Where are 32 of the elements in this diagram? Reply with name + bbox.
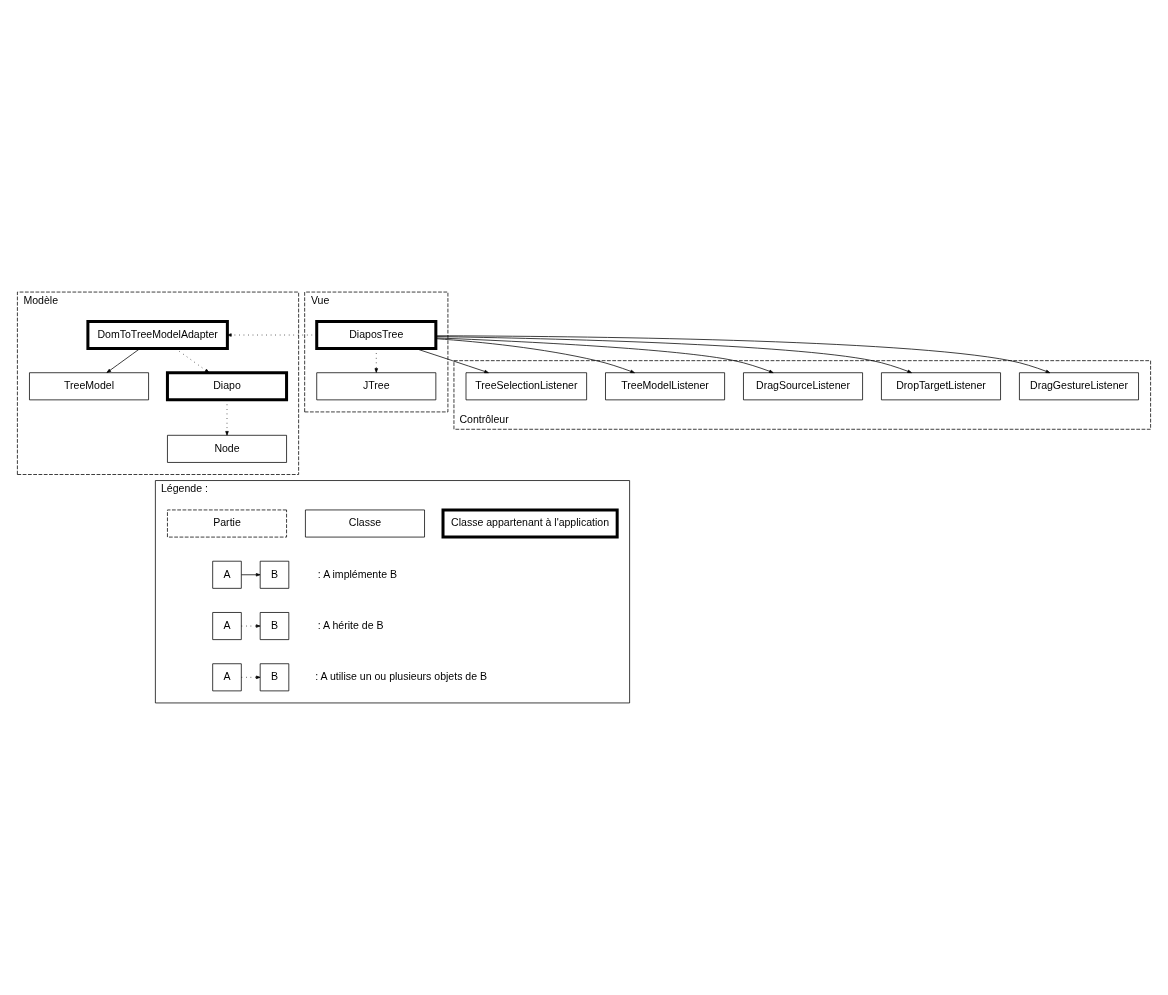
arrow <box>435 336 912 374</box>
node-box: B <box>259 663 290 692</box>
node-box: Classe appartenant à l'application <box>441 508 619 539</box>
node-label: : A hérite de B <box>317 618 384 631</box>
arrow <box>241 675 261 679</box>
arrow <box>435 338 635 374</box>
node-box: Partie <box>167 509 287 538</box>
node-box: DragGestureListener <box>1019 372 1139 401</box>
node-box: Classe <box>305 509 425 538</box>
arrow <box>106 348 140 373</box>
node-box: TreeSelectionListener <box>465 372 587 401</box>
arrow <box>435 335 1051 374</box>
node-box: DiaposTree <box>315 319 438 351</box>
node-box: Diapo <box>165 371 289 402</box>
arrow <box>435 337 774 374</box>
arrow <box>415 348 489 374</box>
node-box: TreeModel <box>29 372 149 401</box>
arrow <box>241 573 261 577</box>
arrow <box>241 624 261 628</box>
node-box: DragSourceListener <box>743 372 863 401</box>
node-box: DropTargetListener <box>881 372 1001 401</box>
node-box: TreeModelListener <box>605 372 725 401</box>
node-box: B <box>259 612 290 640</box>
node-box: A <box>212 560 242 589</box>
node-box: JTree <box>316 372 437 401</box>
node-box: B <box>259 560 290 589</box>
node-box: Node <box>167 434 287 463</box>
node-label: : A utilise un ou plusieurs objets de B <box>315 670 488 683</box>
node-label: : A implémente B <box>317 567 398 580</box>
node-box: DomToTreeModelAdapter <box>86 319 229 351</box>
node-box: A <box>212 612 242 640</box>
node-box: A <box>212 663 242 692</box>
